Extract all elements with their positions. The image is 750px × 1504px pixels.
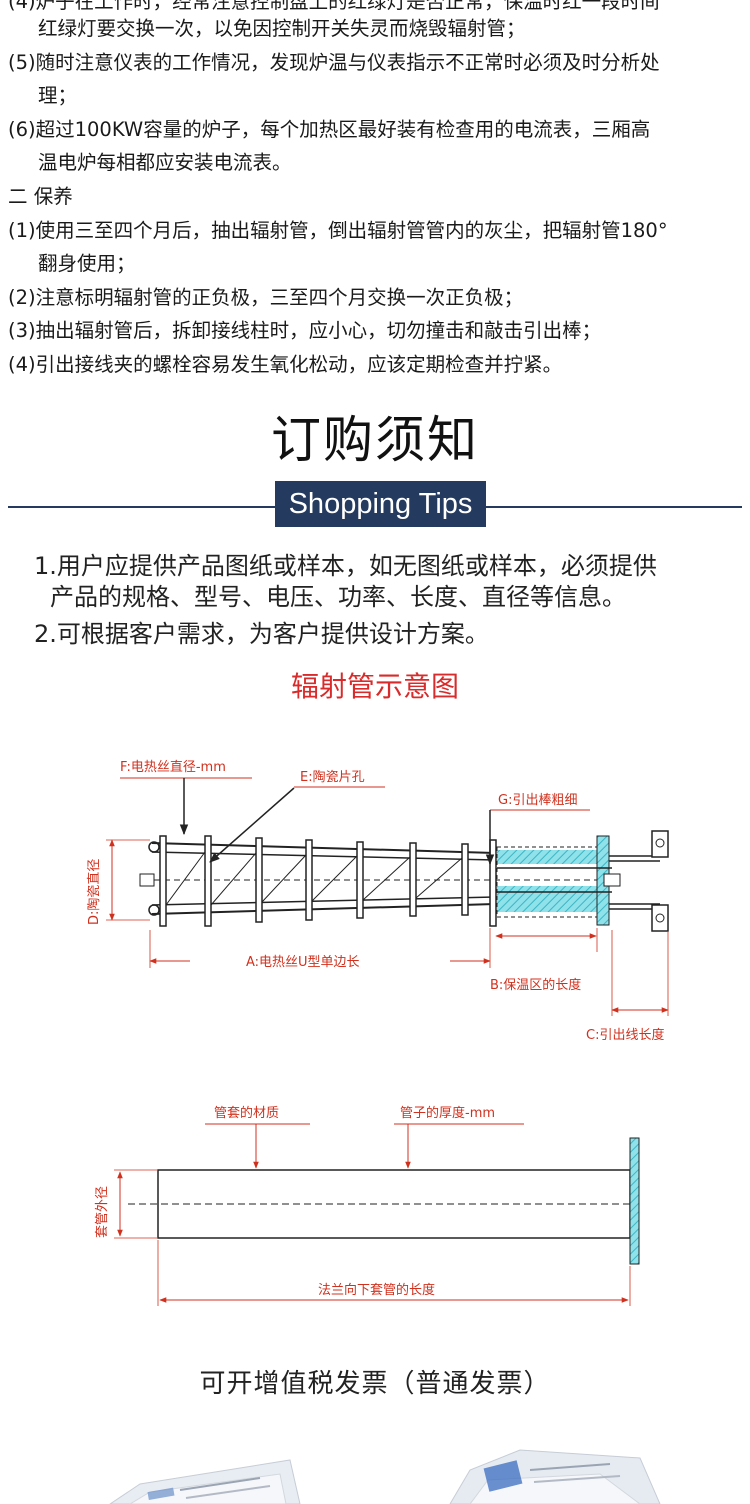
invoice-photo-left — [109, 1459, 301, 1504]
note-line: 红绿灯要交换一次，以免因控制开关失灵而烧毁辐射管； — [38, 17, 526, 40]
label-sleeve-length: 法兰向下套管的长度 — [318, 1282, 435, 1298]
invoice-photo-right — [449, 1449, 661, 1504]
note-line: (2)注意标明辐射管的正负极，三至四个月交换一次正负极； — [8, 286, 524, 309]
label-D: D:陶瓷直径 — [86, 859, 102, 925]
order-item-1-cont: 产品的规格、型号、电压、功率、长度、直径等信息。 — [50, 583, 626, 611]
invoice-photos — [109, 1449, 661, 1504]
label-G: G:引出棒粗细 — [498, 793, 577, 808]
label-B: B:保温区的长度 — [490, 977, 581, 993]
radiant-tube-diagram: F:电热丝直径-mm E:陶瓷片孔 G:引出棒粗细 D:陶瓷直径 A:电热丝U型… — [86, 760, 669, 1040]
note-line: 二 保养 — [8, 185, 73, 208]
label-C: C:引出线长度 — [586, 1027, 664, 1040]
sleeve-diagram: 管套的材质 管子的厚度-mm 套管外径 法兰向下套管的长度 — [94, 1105, 640, 1306]
label-material: 管套的材质 — [214, 1105, 279, 1121]
note-line: 翻身使用； — [38, 252, 136, 275]
label-E: E:陶瓷片孔 — [300, 769, 365, 785]
note-line: 理； — [38, 84, 78, 107]
note-line: (6)超过100KW容量的炉子，每个加热区最好装有检查用的电流表，三厢高 — [8, 118, 651, 141]
label-F: F:电热丝直径-mm — [120, 760, 226, 775]
label-thickness: 管子的厚度-mm — [400, 1105, 495, 1121]
shopping-tips-badge: Shopping Tips — [275, 481, 486, 527]
label-outer-diameter: 套管外径 — [94, 1186, 110, 1238]
note-line: (1)使用三至四个月后，抽出辐射管，倒出辐射管管内的灰尘，把辐射管180° — [8, 219, 668, 242]
invoice-note: 可开增值税发票（普通发票） — [199, 1369, 551, 1399]
order-item-2: 2.可根据客户需求，为客户提供设计方案。 — [34, 620, 489, 648]
order-title: 订购须知 — [271, 411, 479, 469]
note-line: (3)抽出辐射管后，拆卸接线柱时，应小心，切勿撞击和敲击引出棒； — [8, 319, 602, 342]
note-line: (5)随时注意仪表的工作情况，发现炉温与仪表指示不正常时必须及时分析处 — [8, 51, 660, 74]
note-line: (4)引出接线夹的螺栓容易发生氧化松动，应该定期检查并拧紧。 — [8, 353, 563, 376]
label-A: A:电热丝U型单边长 — [246, 955, 360, 970]
note-line: (4)炉子在工作时，经常注意控制盘上的红绿灯是否正常，保温时红一段时间 — [8, 0, 660, 13]
order-item-1: 1.用户应提供产品图纸或样本，如无图纸或样本，必须提供 — [34, 552, 657, 580]
diagram-title: 辐射管示意图 — [290, 670, 459, 703]
note-line: 温电炉每相都应安装电流表。 — [38, 151, 292, 174]
